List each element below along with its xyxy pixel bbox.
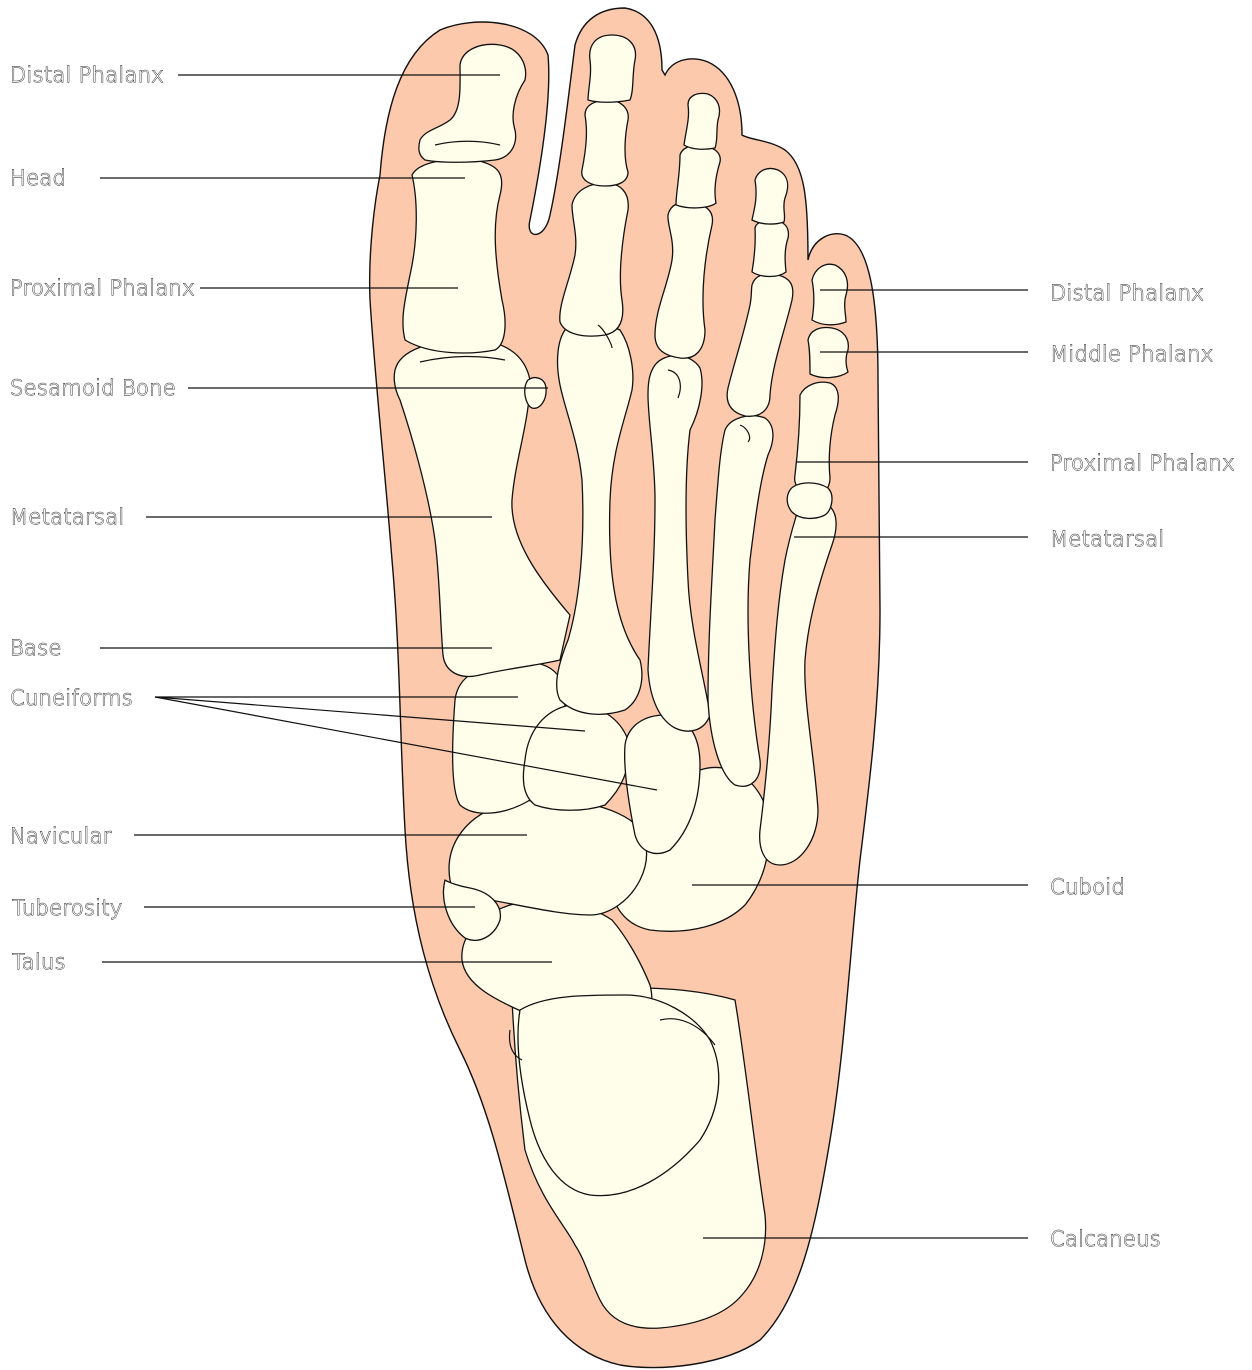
fifth-distal-phalanx-bone — [812, 264, 848, 325]
fourth-distal-phalanx-bone — [752, 168, 788, 224]
label-calcaneus: Calcaneus — [1050, 1227, 1161, 1251]
second-middle-phalanx-bone — [582, 100, 629, 186]
label-proximal-phalanx-right: Proximal Phalanx — [1050, 451, 1235, 475]
label-head: Head — [10, 166, 66, 190]
label-cuneiforms: Cuneiforms — [10, 686, 133, 710]
label-sesamoid-bone: Sesamoid Bone — [10, 376, 176, 400]
second-distal-phalanx-bone — [588, 35, 636, 102]
fifth-sesamoid-joint — [787, 483, 832, 519]
hallux-proximal-phalanx-bone — [403, 159, 505, 353]
left-labels: Distal Phalanx Head Proximal Phalanx Ses… — [10, 63, 195, 974]
label-distal-phalanx-right: Distal Phalanx — [1050, 281, 1204, 305]
label-base: Base — [10, 636, 62, 660]
label-metatarsal-right: Metatarsal — [1050, 527, 1165, 551]
label-tuberosity: Tuberosity — [12, 896, 123, 920]
label-middle-phalanx: Middle Phalanx — [1050, 342, 1214, 366]
label-proximal-phalanx-left: Proximal Phalanx — [10, 276, 195, 300]
label-cuboid: Cuboid — [1050, 875, 1125, 899]
third-middle-phalanx-bone — [676, 145, 720, 208]
fourth-middle-phalanx-bone — [752, 220, 788, 277]
label-talus: Talus — [12, 950, 66, 974]
label-navicular: Navicular — [10, 824, 112, 848]
right-labels: Distal Phalanx Middle Phalanx Proximal P… — [1050, 281, 1235, 1251]
third-distal-phalanx-bone — [684, 93, 720, 149]
label-metatarsal-left: Metatarsal — [10, 505, 125, 529]
label-distal-phalanx-left: Distal Phalanx — [10, 63, 164, 87]
